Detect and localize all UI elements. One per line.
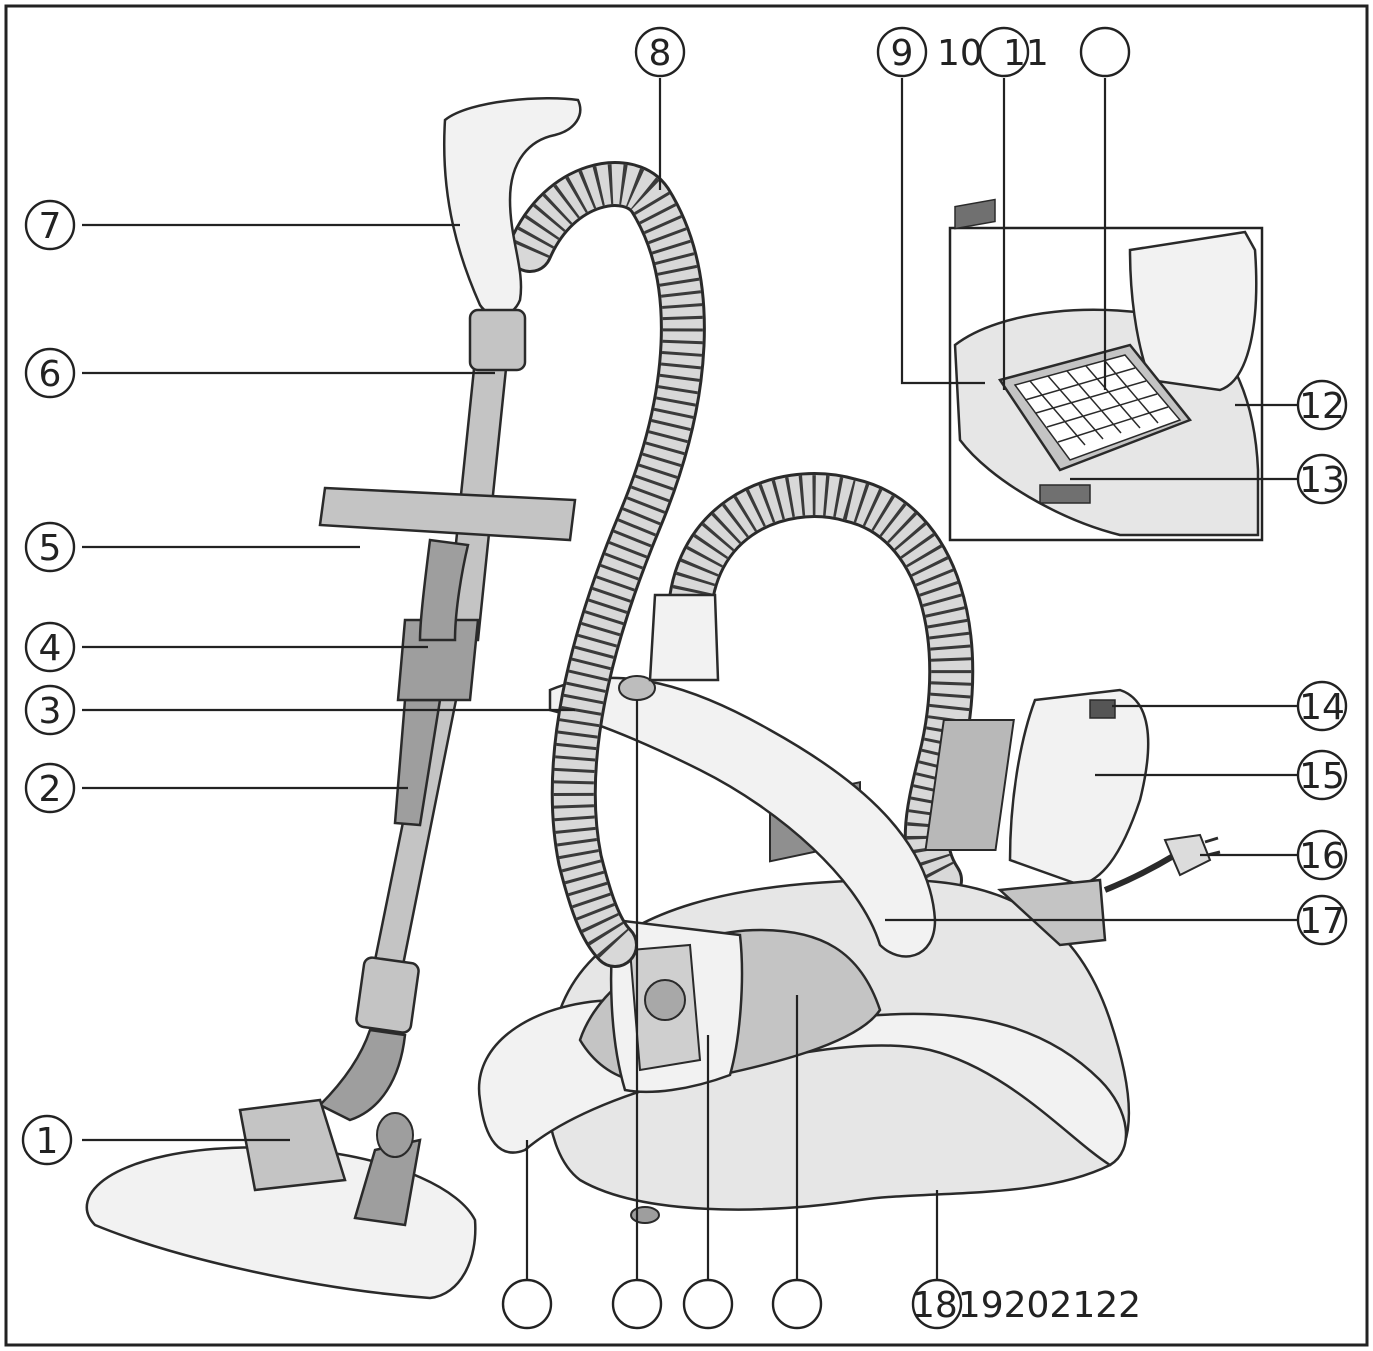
vacuum-illustration bbox=[85, 96, 1264, 1300]
callout-18-circle bbox=[911, 1278, 963, 1330]
callout-11-label: 11 bbox=[1003, 33, 1049, 74]
callout-3-label: 3 bbox=[39, 691, 62, 732]
leader-9 bbox=[900, 78, 985, 385]
callout-10-label: 10 bbox=[937, 33, 983, 74]
callout-1-label: 1 bbox=[36, 1121, 59, 1162]
callout-9-label: 9 bbox=[891, 33, 914, 74]
inset-left-vent bbox=[954, 198, 996, 230]
callout-15-label: 15 bbox=[1299, 756, 1345, 797]
callout-empty-bottom-3 bbox=[682, 1278, 734, 1330]
callout-14-label: 14 bbox=[1299, 687, 1345, 728]
front-wheel bbox=[630, 1206, 660, 1224]
callout-empty-bottom-2 bbox=[611, 1278, 663, 1330]
callout-5-label: 5 bbox=[39, 528, 62, 569]
nozzle-wheel bbox=[376, 1112, 414, 1158]
callout-empty-bottom-4 bbox=[771, 1278, 823, 1330]
callout-circles: 7 6 5 4 3 2 1 8 bbox=[21, 26, 1348, 1330]
callout-4-label: 4 bbox=[39, 628, 62, 669]
callout-2-label: 2 bbox=[39, 769, 62, 810]
exhaust-filter-pleats bbox=[924, 719, 1015, 851]
callout-5: 5 bbox=[24, 521, 76, 573]
callout-6-label: 6 bbox=[39, 354, 62, 395]
exhaust-filter-flap bbox=[924, 688, 1150, 947]
callout-7-label: 7 bbox=[39, 206, 62, 247]
callout-2: 2 bbox=[24, 762, 76, 814]
rear-hose-loop bbox=[666, 472, 975, 903]
callout-17-label: 17 bbox=[1299, 901, 1345, 942]
bottom-number-sequence: 1819202122 bbox=[912, 1285, 1141, 1326]
canister-body bbox=[477, 593, 1131, 1224]
callout-14: 14 bbox=[1296, 680, 1348, 732]
callout-15: 15 bbox=[1296, 749, 1348, 801]
inset-bottom-vent bbox=[1039, 484, 1091, 504]
callout-4: 4 bbox=[24, 621, 76, 673]
callout-16: 16 bbox=[1296, 829, 1348, 881]
callout-empty-bottom-1 bbox=[501, 1278, 553, 1330]
leader-lines bbox=[82, 78, 1298, 1280]
callout-8: 8 bbox=[634, 26, 686, 78]
callout-16-label: 16 bbox=[1299, 836, 1345, 877]
power-cord bbox=[1103, 833, 1221, 893]
callout-12-label: 12 bbox=[1299, 386, 1345, 427]
tube-joint bbox=[355, 956, 420, 1034]
handle-collar bbox=[468, 308, 527, 372]
callout-3: 3 bbox=[24, 684, 76, 736]
callout-9: 9 bbox=[876, 26, 928, 78]
callout-8-label: 8 bbox=[649, 33, 672, 74]
callout-11-circle bbox=[978, 26, 1030, 78]
front-hose bbox=[507, 161, 706, 968]
bag-opening bbox=[644, 979, 686, 1021]
callout-empty-top bbox=[1079, 26, 1131, 78]
callout-7: 7 bbox=[24, 199, 76, 251]
inset-filter-grid bbox=[1013, 354, 1182, 461]
callout-13-label: 13 bbox=[1299, 460, 1345, 501]
callout-17: 17 bbox=[1296, 894, 1348, 946]
telescopic-tube-assembly bbox=[85, 96, 582, 1300]
callout-13: 13 bbox=[1296, 453, 1348, 505]
callout-6: 6 bbox=[24, 347, 76, 399]
callout-1: 1 bbox=[21, 1114, 73, 1166]
callout-12: 12 bbox=[1296, 379, 1348, 431]
